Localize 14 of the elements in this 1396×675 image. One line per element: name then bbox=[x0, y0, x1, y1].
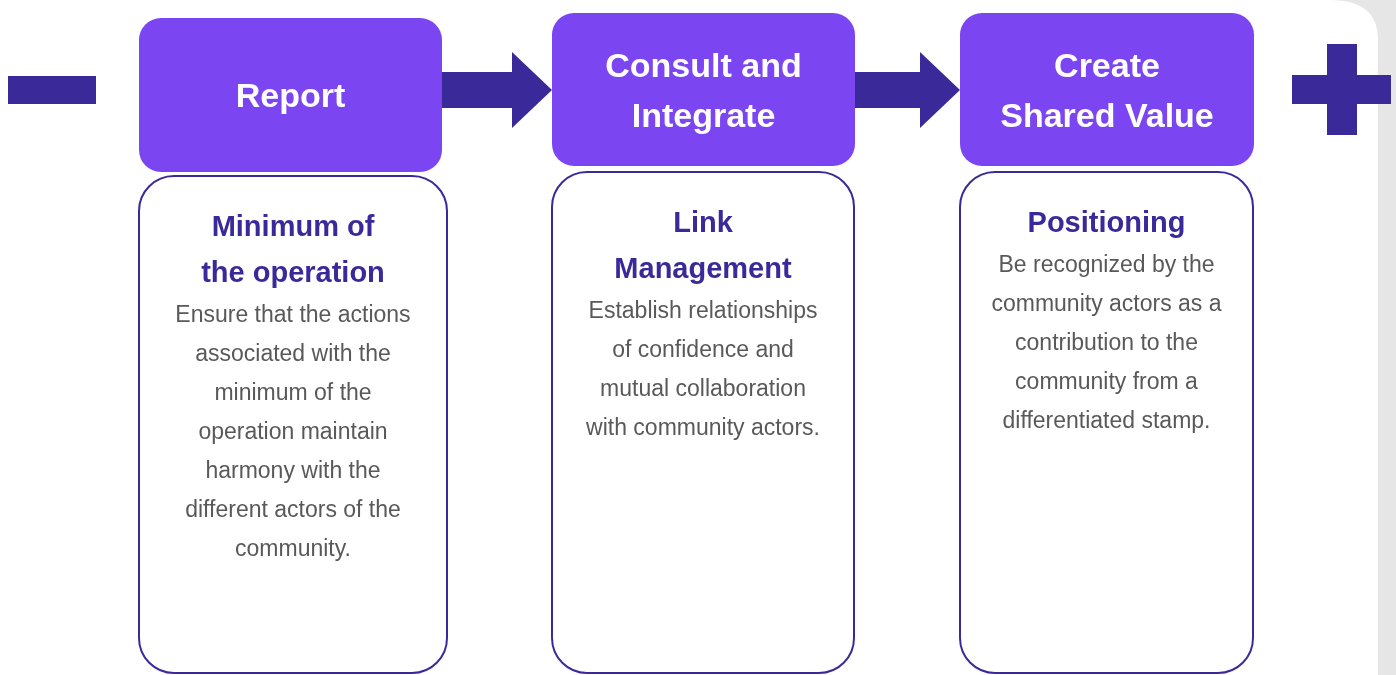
step-box: Consult and Integrate bbox=[552, 13, 855, 166]
step-box: Create Shared Value bbox=[960, 13, 1254, 166]
arrow bbox=[442, 52, 552, 128]
card-title: Link Management bbox=[613, 205, 793, 286]
description-card bbox=[551, 171, 855, 674]
description-card bbox=[138, 175, 448, 674]
description-card bbox=[959, 171, 1254, 674]
card-description: Be recognized by the community actors as a contribution to the community from a differentiated stamp. bbox=[991, 250, 1222, 435]
step-box: Report bbox=[139, 18, 442, 172]
arrow bbox=[855, 52, 960, 128]
card-title: Positioning bbox=[1027, 205, 1186, 240]
card-description: Establish relationships of confidence and mutual collaboration with community actors. bbox=[585, 296, 821, 442]
card-title: Minimum of the operation bbox=[200, 209, 386, 290]
card-description: Ensure that the actions associated with the minimum of the operation maintain harmony with the different actors of the community. bbox=[174, 300, 412, 563]
